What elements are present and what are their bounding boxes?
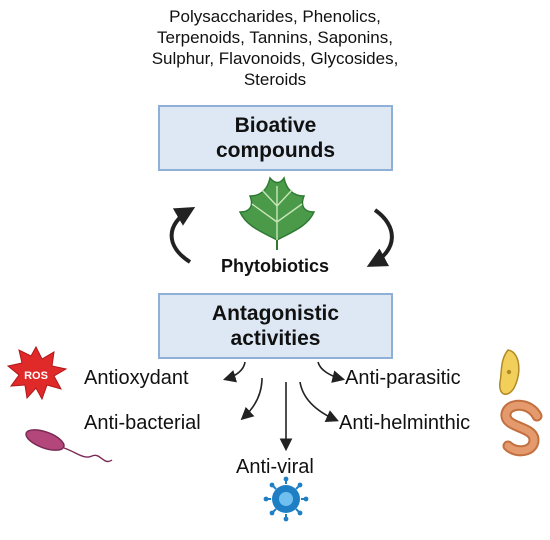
antagonistic-activities-box: Antagonistic activities <box>158 293 393 359</box>
activity-antihelminthic: Anti-helminthic <box>339 412 471 434</box>
box-title-line: Bioative <box>234 114 317 137</box>
worm-icon <box>500 399 543 457</box>
activity-antiviral: Anti-viral <box>236 456 314 478</box>
arrow-antibacterial-icon <box>240 377 263 421</box>
ros-icon: ROS <box>6 345 68 401</box>
cycle-arrow-right-icon <box>366 208 394 267</box>
compounds-line: Terpenoids, Tannins, Saponins, <box>157 28 393 47</box>
box-title-line: compounds <box>216 139 335 162</box>
phytobiotics-label: Phytobiotics <box>220 256 329 276</box>
arrow-antihelminthic-icon <box>299 381 339 422</box>
arrow-antioxidant-icon <box>222 361 246 383</box>
compounds-list: Polysaccharides, Phenolics, Terpenoids, … <box>75 6 475 90</box>
ros-label: ROS <box>24 370 48 382</box>
parasite-icon <box>499 349 520 395</box>
activity-antioxidant: Antioxydant <box>84 367 189 389</box>
bioactive-compounds-box: Bioative compounds <box>158 105 393 171</box>
leaf-icon <box>238 176 316 250</box>
bacterium-icon <box>25 429 113 463</box>
activity-antiparasitic: Anti-parasitic <box>345 367 461 389</box>
arrow-antiparasitic-icon <box>317 361 346 383</box>
box-title-line: Antagonistic <box>211 302 340 325</box>
compounds-line: Sulphur, Flavonoids, Glycosides, <box>151 49 399 68</box>
compounds-line: Polysaccharides, Phenolics, <box>169 7 381 26</box>
activity-antibacterial: Anti-bacterial <box>84 412 201 434</box>
compounds-line: Steroids <box>243 70 307 89</box>
virus-icon <box>263 476 309 522</box>
box-title-line: activities <box>230 327 321 350</box>
cycle-arrow-left-icon <box>169 206 196 264</box>
